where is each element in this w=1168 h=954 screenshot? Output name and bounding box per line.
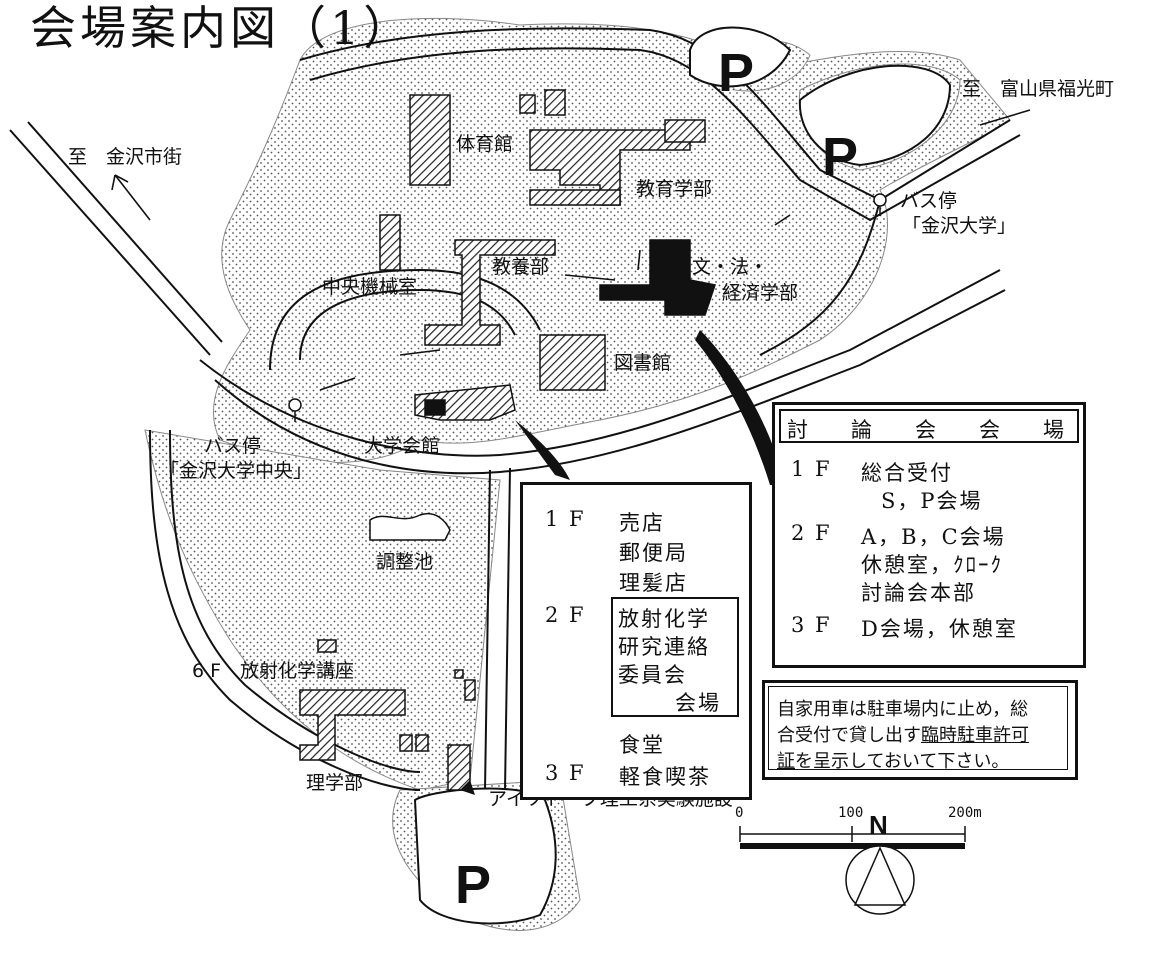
label-education: 教育学部	[636, 178, 713, 200]
scale-label-0: 0	[735, 805, 744, 821]
venue-floor-1f: 1 F	[791, 457, 832, 481]
hall-row-shop: 売店	[619, 511, 665, 535]
hall-row-post: 郵便局	[619, 541, 688, 565]
notice-line-1: 自家用車は駐車場内に止め，総	[777, 699, 1029, 720]
label-library: 図書館	[614, 352, 672, 374]
label-general: 教養部	[492, 256, 550, 278]
venue-row-abc: A，B，C会場	[861, 525, 1006, 549]
buildings	[299, 89, 716, 791]
venue-row-reception: 総合受付	[861, 461, 953, 485]
notice-line-2: 合受付で貸し出す臨時駐車許可	[777, 721, 1029, 747]
direction-kanazawa: 至 金沢市街	[68, 146, 183, 168]
hall-row-radiochem-1: 放射化学	[618, 607, 710, 631]
building-science	[299, 689, 406, 761]
venue-header-char: 場	[1043, 418, 1066, 442]
roads	[9, 27, 1021, 791]
parking-notice-box: 自家用車は駐車場内に止め，総 合受付で貸し出す臨時駐車許可 証を呈示しておいて下…	[762, 680, 1078, 780]
venue-floor-2f: 2 F	[791, 521, 832, 545]
hall-row-snack: 軽食喫茶	[619, 765, 711, 789]
building-general	[424, 239, 556, 346]
building-machine-room	[379, 214, 401, 271]
venue-header-char: 論	[851, 418, 874, 442]
hall-row-radiochem-2: 研究連絡	[618, 635, 710, 659]
parking-label-south: P	[455, 855, 492, 915]
north-label: N	[869, 810, 888, 840]
hall-floor-2f: 2 F	[545, 603, 586, 627]
scale-label-100: 100	[838, 805, 864, 821]
north-arrow-icon	[845, 845, 915, 915]
hall-info-box: 1 F 売店 郵便局 理髪店 2 F 放射化学 研究連絡 委員会 会場 食堂 3…	[520, 482, 752, 800]
label-hall: 大学会館	[364, 435, 441, 457]
label-pond: 調整池	[376, 551, 434, 573]
scale-label-200m: 200m	[948, 805, 982, 821]
parking-lot-south	[413, 787, 557, 925]
notice-line-3-underlined: 証	[777, 751, 795, 772]
bus-stop-central-name: 「金沢大学中央」	[160, 460, 313, 482]
venue-header: 討 論 会 会 場	[779, 409, 1079, 443]
pointer-arrow-hall	[515, 420, 570, 480]
pointer-arrow-isotope	[460, 780, 475, 795]
hall-floor-1f: 1 F	[545, 507, 586, 531]
venue-header-char: 会	[915, 418, 938, 442]
parking-label-east: P	[822, 127, 859, 187]
building-library	[539, 334, 606, 391]
venue-row-sp: S，P会場	[881, 489, 983, 513]
bus-stop-icons	[288, 193, 887, 422]
map-title: 会場案内図（1）	[30, 1, 414, 55]
label-gym: 体育館	[456, 133, 514, 155]
notice-line-2-plain: 合受付で貸し出す	[777, 725, 921, 746]
venue-row-rest-cloak: 休憩室，ｸﾛｰｸ	[861, 553, 1003, 577]
hall-row-cafeteria: 食堂	[619, 733, 665, 757]
venue-header-char: 討	[787, 418, 810, 442]
bus-stop-icon	[288, 398, 302, 412]
notice-line-3-plain: を呈示しておいて下さい。	[795, 751, 1010, 772]
hall-row-barber: 理髪店	[619, 571, 688, 595]
building-gym	[409, 94, 451, 186]
parking-lot-east	[798, 64, 952, 167]
venue-floor-3f: 3 F	[791, 613, 832, 637]
hall-row-radiochem-3: 委員会	[618, 663, 687, 687]
venue-info-box: 討 論 会 会 場 1 F 総合受付 S，P会場 2 F A，B，C会場 休憩室…	[772, 402, 1086, 668]
hall-floor-3f: 3 F	[545, 761, 586, 785]
notice-line-3: 証を呈示しておいて下さい。	[777, 747, 1009, 773]
radiochem-meeting-box: 放射化学 研究連絡 委員会 会場	[611, 597, 739, 717]
parking-lot-north	[689, 26, 792, 88]
pointer-arrow-venue	[695, 330, 785, 485]
pond	[369, 513, 451, 541]
parking-label-north: P	[718, 43, 755, 103]
label-science: 理学部	[306, 772, 364, 794]
label-law-econ-2: 経済学部	[722, 282, 799, 304]
bus-stop-central-label: バス停	[204, 435, 262, 457]
label-radiochem-lab: 6 F 放射化学講座	[192, 660, 355, 682]
bus-stop-kanazawa-univ-label: バス停	[900, 190, 958, 212]
scale-bar	[739, 826, 966, 849]
bus-stop-kanazawa-univ-name: 「金沢大学」	[902, 215, 1017, 237]
parking-lots	[413, 26, 952, 925]
venue-row-d: D会場，休憩室	[861, 617, 1018, 641]
hall-row-radiochem-4: 会場	[675, 691, 721, 715]
bus-stop-icon	[873, 193, 887, 207]
venue-row-hq: 討論会本部	[861, 581, 976, 605]
direction-toyama: 至 富山県福光町	[962, 78, 1115, 100]
building-law-econ	[599, 239, 716, 316]
venue-header-char: 会	[979, 418, 1002, 442]
building-isotope	[447, 744, 471, 791]
label-machine-room: 中央機械室	[322, 276, 418, 298]
notice-line-2-underlined: 臨時駐車許可	[921, 725, 1029, 746]
route-arrows	[111, 109, 1031, 391]
label-law-econ-1: 文・法・	[692, 256, 769, 278]
